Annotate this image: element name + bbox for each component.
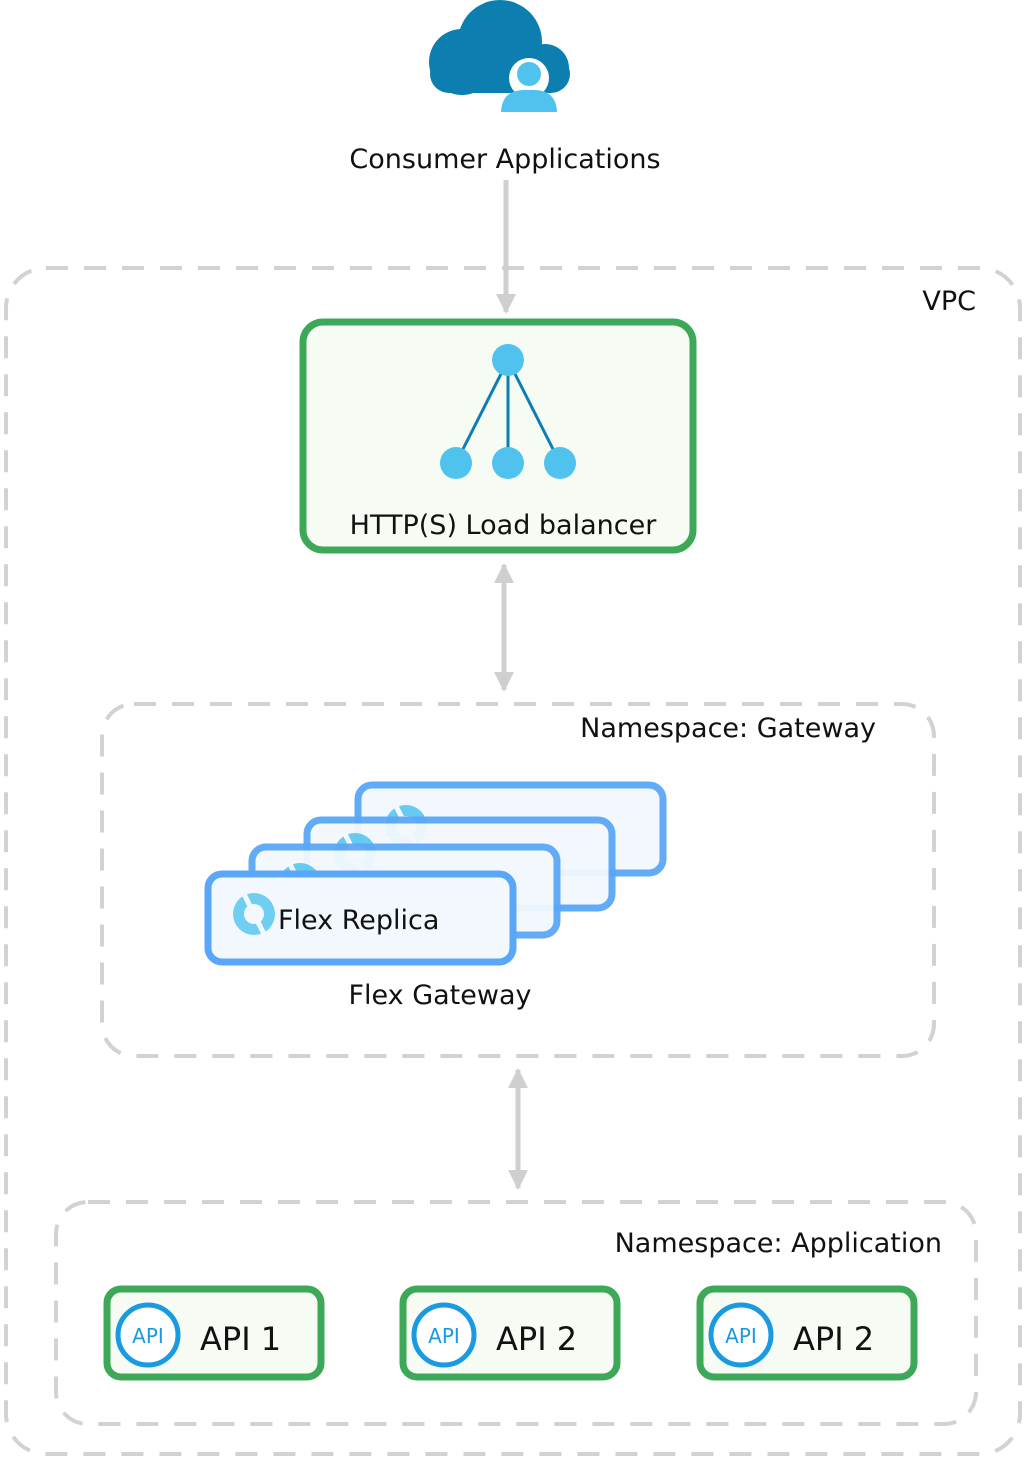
vpc-label: VPC xyxy=(922,286,976,317)
load-balancer-box[interactable]: HTTP(S) Load balancer xyxy=(299,318,697,554)
flex-gateway-icon xyxy=(233,892,275,936)
api-icon: API xyxy=(115,1302,181,1368)
load-balancer-label: HTTP(S) Load balancer xyxy=(350,510,658,541)
gateway-namespace-container xyxy=(100,702,936,1058)
vpc-container xyxy=(4,266,1022,1456)
flex-gateway-label: Flex Gateway xyxy=(348,980,531,1011)
api-card-label: API 1 xyxy=(200,1320,281,1358)
application-namespace-container xyxy=(54,1200,978,1426)
api-card-label: API 2 xyxy=(496,1320,577,1358)
api-card[interactable]: API API 2 xyxy=(696,1285,918,1381)
flex-replica-card[interactable]: Flex Replica xyxy=(204,870,517,966)
api-icon: API xyxy=(411,1302,477,1368)
gateway-namespace-label: Namespace: Gateway xyxy=(580,713,876,744)
cloud-user-icon xyxy=(429,0,570,112)
svg-text:API: API xyxy=(725,1324,757,1348)
api-card[interactable]: API API 1 xyxy=(103,1285,325,1381)
consumer-applications-label: Consumer Applications xyxy=(349,144,660,175)
svg-text:API: API xyxy=(428,1324,460,1348)
api-card[interactable]: API API 2 xyxy=(399,1285,621,1381)
load-balancer-tree-icon xyxy=(440,344,576,479)
svg-text:API: API xyxy=(132,1324,164,1348)
api-icon: API xyxy=(708,1302,774,1368)
api-card-label: API 2 xyxy=(793,1320,874,1358)
flex-replica-stack[interactable]: Flex Replica xyxy=(204,781,667,966)
application-namespace-label: Namespace: Application xyxy=(615,1228,942,1259)
flex-replica-label: Flex Replica xyxy=(278,905,439,936)
